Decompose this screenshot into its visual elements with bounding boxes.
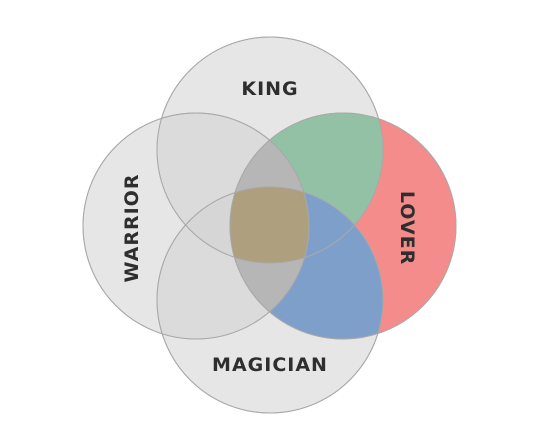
label-lover: LOVER bbox=[396, 191, 418, 265]
outline-warrior bbox=[82, 112, 310, 340]
venn-highlights bbox=[230, 113, 456, 339]
venn-outlines bbox=[82, 36, 457, 414]
outline-king bbox=[156, 36, 384, 264]
label-warrior: WARRIOR bbox=[121, 174, 143, 283]
region-king-warrior-lover bbox=[230, 113, 309, 263]
outline-magician bbox=[156, 186, 384, 414]
region-warrior-magician-lover bbox=[230, 187, 309, 339]
label-magician: MAGICIAN bbox=[212, 354, 328, 376]
label-king: KING bbox=[241, 78, 298, 100]
outline-lover bbox=[229, 112, 457, 340]
